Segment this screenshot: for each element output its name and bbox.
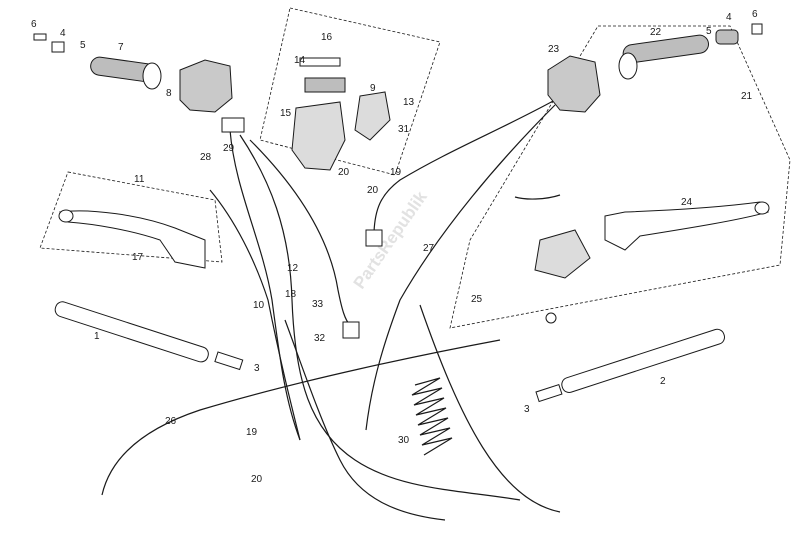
part-label-9: 9 (370, 83, 376, 94)
throttle-body-switch (534, 229, 591, 279)
part-label-18: 18 (285, 289, 297, 300)
part-label-31: 31 (398, 124, 410, 135)
part-label-3a: 3 (254, 363, 260, 374)
part-label-10: 10 (253, 300, 265, 311)
brake-master-cylinder (291, 57, 391, 171)
frame-clutch-lever (39, 171, 223, 263)
throttle-tube-left (54, 301, 244, 371)
part-label-16: 16 (321, 32, 333, 43)
part-label-6a: 6 (31, 19, 37, 30)
part-label-19a: 19 (390, 167, 402, 178)
part-labels: 1 2 3 3 4 4 5 5 6 6 7 8 9 10 11 12 13 14… (31, 9, 758, 485)
part-label-12: 12 (287, 263, 299, 274)
cable-harness (101, 99, 561, 521)
part-label-6b: 6 (752, 9, 758, 20)
part-label-23: 23 (548, 44, 560, 55)
grip-left (90, 56, 162, 90)
part-label-2: 2 (660, 376, 666, 387)
part-label-27: 27 (423, 243, 435, 254)
switch-housing-right (547, 55, 601, 113)
bar-end-weights (33, 23, 763, 53)
part-label-20c: 20 (251, 474, 263, 485)
frame-switch-assembly (259, 7, 441, 176)
part-label-15: 15 (280, 108, 292, 119)
grip-right (618, 34, 710, 80)
part-label-5a: 5 (80, 40, 86, 51)
wire-connectors (342, 229, 557, 339)
switch-housing-left (179, 59, 245, 133)
part-label-3b: 3 (524, 404, 530, 415)
part-label-30: 30 (398, 435, 410, 446)
brake-lever (604, 201, 770, 251)
part-label-29: 29 (223, 143, 235, 154)
part-label-1: 1 (94, 331, 100, 342)
part-label-25: 25 (471, 294, 483, 305)
part-label-8: 8 (166, 88, 172, 99)
part-label-22: 22 (650, 27, 662, 38)
watermark-text: PartsRepublik (350, 187, 431, 292)
part-label-28: 28 (200, 152, 212, 163)
part-label-14: 14 (294, 55, 306, 66)
part-label-4a: 4 (60, 28, 66, 39)
frame-front-brake-lever (449, 25, 791, 329)
part-label-24: 24 (681, 197, 693, 208)
part-label-13: 13 (403, 97, 415, 108)
part-label-33: 33 (312, 299, 324, 310)
part-label-4b: 4 (726, 12, 732, 23)
part-label-5b: 5 (706, 26, 712, 37)
part-label-32: 32 (314, 333, 326, 344)
throttle-tube-right (535, 328, 725, 403)
part-label-7: 7 (118, 42, 124, 53)
return-spring (411, 377, 453, 456)
clutch-lever (58, 209, 206, 269)
part-label-21: 21 (741, 91, 753, 102)
part-label-20b: 20 (367, 185, 379, 196)
part-label-17: 17 (132, 252, 144, 263)
part-label-26: 26 (165, 416, 177, 427)
part-label-20a: 20 (338, 167, 350, 178)
part-label-19b: 19 (246, 427, 258, 438)
part-label-11: 11 (134, 174, 145, 185)
